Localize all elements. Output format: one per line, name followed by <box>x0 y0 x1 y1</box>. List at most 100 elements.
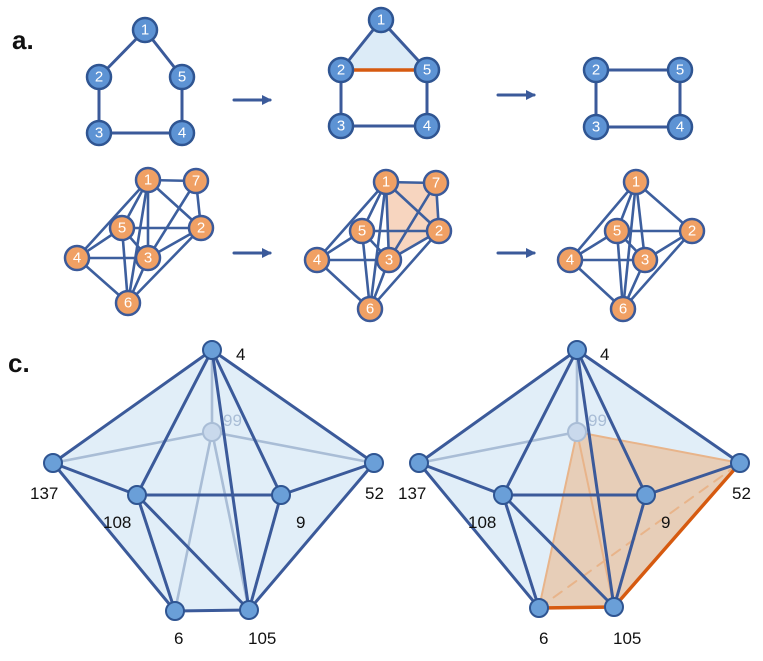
edge <box>51 348 214 465</box>
edge <box>146 179 198 260</box>
node-2 <box>678 217 706 245</box>
node-3 <box>85 119 113 147</box>
edge <box>501 493 616 609</box>
node-label: 1 <box>632 174 640 191</box>
edge-highlight <box>612 461 742 609</box>
node-3 <box>375 246 403 274</box>
edge-hidden <box>173 430 214 613</box>
node-1 <box>372 168 400 196</box>
node-label: 3 <box>95 125 103 142</box>
node-label: 6 <box>619 301 627 318</box>
polyhedron-fill <box>53 350 374 611</box>
node-5 <box>348 217 376 245</box>
node-5 <box>413 56 441 84</box>
edge <box>417 461 541 610</box>
node-1 <box>134 166 162 194</box>
edge <box>575 348 648 497</box>
node-1 <box>367 6 395 34</box>
node-label: 3 <box>385 252 393 269</box>
graph-row2-middle: 1 7 5 2 4 3 6 <box>303 168 453 323</box>
node-1 <box>622 168 650 196</box>
vertex-label-108: 108 <box>468 513 496 532</box>
vertex-label-9: 9 <box>296 513 305 532</box>
vertex-label-137: 137 <box>398 484 426 503</box>
vertex-label-99: 99 <box>223 411 242 430</box>
edge <box>501 348 579 497</box>
edge <box>387 181 438 262</box>
node-label: 3 <box>592 119 600 136</box>
vertex-label-9: 9 <box>661 513 670 532</box>
node-4 <box>666 113 694 141</box>
edge-highlight-dashed <box>538 462 741 609</box>
edge <box>612 493 648 609</box>
graph-row1-right: 2 5 3 4 <box>582 56 694 141</box>
vertex-99 <box>202 422 222 442</box>
node-6 <box>356 295 384 323</box>
node-label: 6 <box>124 295 132 312</box>
node-4 <box>303 246 331 274</box>
edge-highlight <box>537 605 616 610</box>
edge <box>575 348 742 465</box>
vertex-6 <box>165 601 185 621</box>
node-label: 2 <box>337 62 345 79</box>
polyhedron-right: 4 99 137 52 108 9 6 105 <box>398 340 751 648</box>
node-4 <box>413 112 441 140</box>
vertex-label-6: 6 <box>174 629 183 648</box>
node-5 <box>666 56 694 84</box>
edge <box>51 461 139 497</box>
vertex-label-137: 137 <box>30 484 58 503</box>
vertex-label-105: 105 <box>613 629 641 648</box>
node-4 <box>63 244 91 272</box>
vertex-52 <box>364 453 384 473</box>
node-label: 7 <box>432 175 440 192</box>
edge <box>315 180 388 262</box>
node-label: 2 <box>592 62 600 79</box>
vertex-label-4: 4 <box>236 345 245 364</box>
node-2 <box>327 56 355 84</box>
node-6 <box>609 295 637 323</box>
graph-row2-right: 1 5 2 4 3 6 <box>556 168 706 323</box>
node-label: 1 <box>144 172 152 189</box>
edge <box>417 461 505 497</box>
edge <box>368 229 441 311</box>
node-label: 2 <box>197 220 205 237</box>
node-label: 1 <box>141 22 149 39</box>
node-label: 5 <box>613 223 621 240</box>
edge <box>135 493 251 612</box>
node-label: 1 <box>382 174 390 191</box>
edge <box>51 461 177 613</box>
vertex-137 <box>43 453 63 473</box>
node-label: 4 <box>178 125 186 142</box>
node-label: 2 <box>95 69 103 86</box>
node-7 <box>182 167 210 195</box>
node-label: 4 <box>676 119 684 136</box>
vertex-label-4: 4 <box>600 345 609 364</box>
graph-row1-left: 1 2 5 3 4 <box>85 16 196 147</box>
vertex-4 <box>567 340 587 360</box>
edge <box>621 229 694 311</box>
vertex-label-108: 108 <box>103 513 131 532</box>
node-label: 4 <box>566 252 574 269</box>
vertex-label-105: 105 <box>248 629 276 648</box>
edge-hidden <box>417 430 579 465</box>
node-label: 5 <box>676 62 684 79</box>
vertex-label-52: 52 <box>365 484 384 503</box>
vertex-108 <box>493 485 513 505</box>
node-label: 4 <box>73 250 81 267</box>
vertex-4 <box>202 340 222 360</box>
node-2 <box>425 217 453 245</box>
edge <box>210 348 251 612</box>
edge <box>126 178 150 305</box>
node-label: 6 <box>366 301 374 318</box>
edge <box>210 348 283 497</box>
node-label: 5 <box>178 69 186 86</box>
edge <box>135 493 177 613</box>
edge-hidden <box>210 430 251 612</box>
vertex-9 <box>636 485 656 505</box>
node-6 <box>114 289 142 317</box>
edge <box>173 608 251 613</box>
node-3 <box>327 112 355 140</box>
node-label: 3 <box>337 118 345 135</box>
edge <box>368 180 388 311</box>
